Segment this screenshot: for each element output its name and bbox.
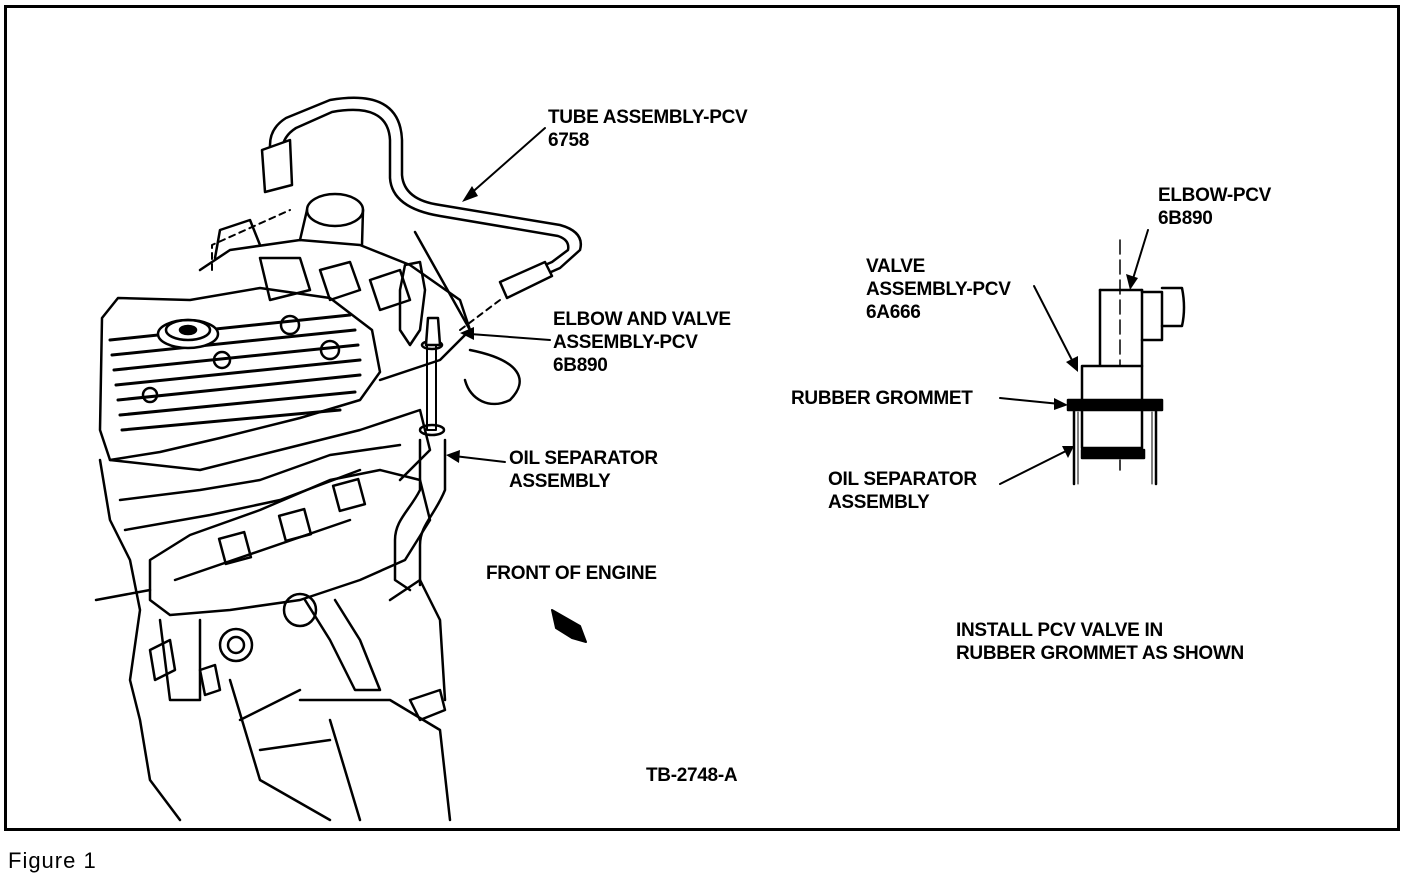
figure-caption: Figure 1 (8, 848, 97, 873)
valve-assembly-line3: 6A666 (866, 302, 921, 323)
tube-assembly-line1: TUBE ASSEMBLY-PCV (548, 107, 748, 128)
pcv-valve-detail (1066, 239, 1186, 486)
install-note-line2: RUBBER GROMMET AS SHOWN (956, 643, 1244, 664)
figure-frame (4, 5, 1400, 831)
elbow-valve-line2: ASSEMBLY-PCV (553, 332, 698, 353)
install-note-line1: INSTALL PCV VALVE IN (956, 620, 1163, 641)
tube-assembly-line2: 6758 (548, 130, 590, 151)
arrowheads (446, 186, 1138, 463)
front-arrow-icon (551, 609, 587, 643)
rubber-grommet-label: RUBBER GROMMET (791, 388, 973, 409)
oil-separator-left-line1: OIL SEPARATOR (509, 448, 658, 469)
oil-separator-left-label: OIL SEPARATOR ASSEMBLY (509, 447, 658, 493)
leader-lines (453, 127, 1149, 485)
valve-assembly-label: VALVE ASSEMBLY-PCV 6A666 (866, 255, 1011, 324)
valve-assembly-line1: VALVE (866, 256, 926, 277)
oil-separator-right-line1: OIL SEPARATOR (828, 469, 977, 490)
oil-separator-right-line2: ASSEMBLY (828, 492, 930, 513)
front-of-engine-label: FRONT OF ENGINE (486, 563, 657, 584)
engine-block-illustration (94, 192, 521, 822)
install-note-label: INSTALL PCV VALVE IN RUBBER GROMMET AS S… (956, 619, 1244, 665)
tube-assembly-label: TUBE ASSEMBLY-PCV 6758 (548, 106, 748, 152)
elbow-pcv-line2: 6B890 (1158, 208, 1213, 229)
valve-assembly-line2: ASSEMBLY-PCV (866, 279, 1011, 300)
oil-separator-left-line2: ASSEMBLY (509, 471, 611, 492)
oil-separator-right-label: OIL SEPARATOR ASSEMBLY (828, 468, 977, 514)
elbow-valve-line3: 6B890 (553, 355, 608, 376)
figure-id-label: TB-2748-A (646, 765, 738, 786)
elbow-valve-line1: ELBOW AND VALVE (553, 309, 731, 330)
pcv-tube-illustration (211, 96, 583, 347)
elbow-valve-assembly-label: ELBOW AND VALVE ASSEMBLY-PCV 6B890 (553, 308, 731, 377)
elbow-pcv-label: ELBOW-PCV 6B890 (1158, 184, 1271, 230)
elbow-pcv-line1: ELBOW-PCV (1158, 185, 1272, 206)
